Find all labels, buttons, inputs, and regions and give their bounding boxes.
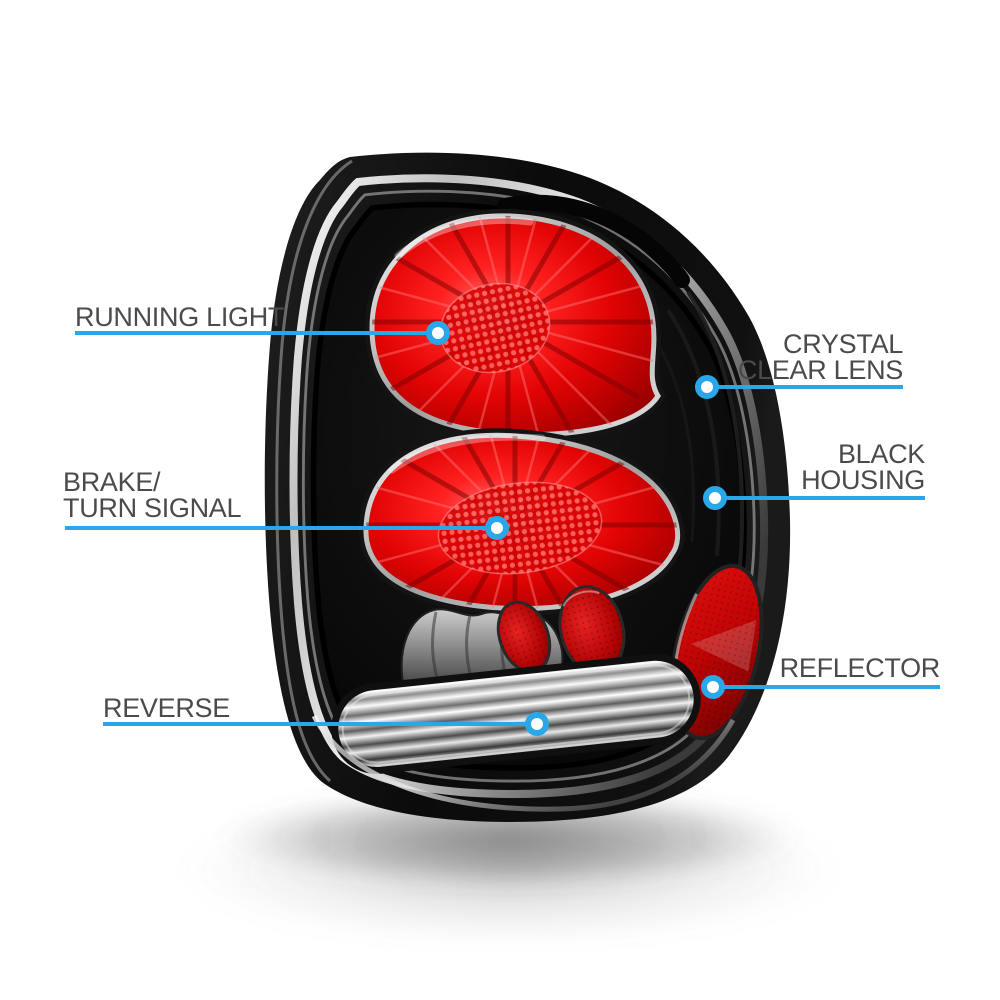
callout-running-light-pointer bbox=[75, 321, 450, 345]
callout-text: RUNNING LIGHT bbox=[75, 302, 285, 332]
callout-dot bbox=[701, 675, 725, 699]
callout-text: CLEAR LENS bbox=[737, 355, 903, 385]
running-light-lens bbox=[364, 208, 667, 442]
callout-brake-turn-signal-pointer bbox=[65, 516, 509, 540]
top-bezel-slot bbox=[497, 194, 690, 288]
callout-text: TURN SIGNAL bbox=[63, 493, 242, 523]
callout-text: BRAKE/ bbox=[63, 467, 161, 497]
callout-crystal-clear-lens-pointer bbox=[695, 375, 903, 399]
callout-label-crystal-clear-lens: CRYSTAL CLEAR LENS bbox=[737, 329, 903, 385]
callout-label-reverse: REVERSE bbox=[103, 693, 230, 723]
callout-dot bbox=[426, 321, 450, 345]
housing-rib-texture bbox=[646, 290, 745, 567]
small-reflector-left bbox=[496, 600, 552, 674]
callout-text: REVERSE bbox=[103, 693, 230, 723]
callout-text: CRYSTAL bbox=[783, 329, 903, 359]
callout-dot bbox=[525, 712, 549, 736]
brake-bulb-texture bbox=[437, 481, 603, 575]
reverse-lens bbox=[331, 653, 701, 775]
brake-highlight bbox=[388, 433, 546, 474]
small-reflector-right bbox=[558, 585, 626, 675]
running-light-highlight bbox=[394, 216, 534, 260]
callout-label-running-light: RUNNING LIGHT bbox=[75, 302, 285, 332]
callout-text: BLACK bbox=[837, 439, 925, 469]
callout-label-reflector: REFLECTOR bbox=[779, 653, 941, 683]
callout-dot bbox=[485, 516, 509, 540]
callout-black-housing-pointer bbox=[703, 486, 925, 510]
callout-text: REFLECTOR bbox=[779, 653, 941, 683]
bottom-chrome-band bbox=[311, 714, 736, 812]
callout-text: HOUSING bbox=[801, 465, 925, 495]
callout-reverse-pointer bbox=[103, 712, 549, 736]
callout-dot bbox=[695, 375, 719, 399]
left-edge-highlight bbox=[275, 159, 353, 783]
callout-reflector-pointer bbox=[701, 675, 940, 699]
callout-label-black-housing: BLACK HOUSING bbox=[801, 439, 925, 495]
callout-dot bbox=[703, 486, 727, 510]
callout-label-brake-turn-signal: BRAKE/ TURN SIGNAL bbox=[63, 467, 242, 523]
ground-shadow bbox=[180, 788, 840, 945]
